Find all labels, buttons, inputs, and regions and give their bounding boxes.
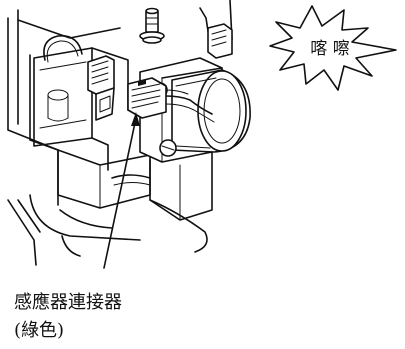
callout-line2: (綠色): [14, 320, 64, 341]
sensor-connector: [127, 77, 215, 123]
solenoid-assembly: [7, 0, 251, 266]
callout-line1: 感應器連接器: [14, 291, 122, 313]
callout-label: 感應器連接器 (綠色): [14, 291, 122, 341]
left-connector: [87, 55, 115, 121]
click-sound-text: 喀 嚓: [310, 39, 349, 59]
top-screw: [139, 7, 165, 44]
callout-leader: [103, 112, 140, 269]
valve-housing: [7, 9, 151, 209]
click-sound-burst: 喀 嚓: [269, 5, 397, 91]
